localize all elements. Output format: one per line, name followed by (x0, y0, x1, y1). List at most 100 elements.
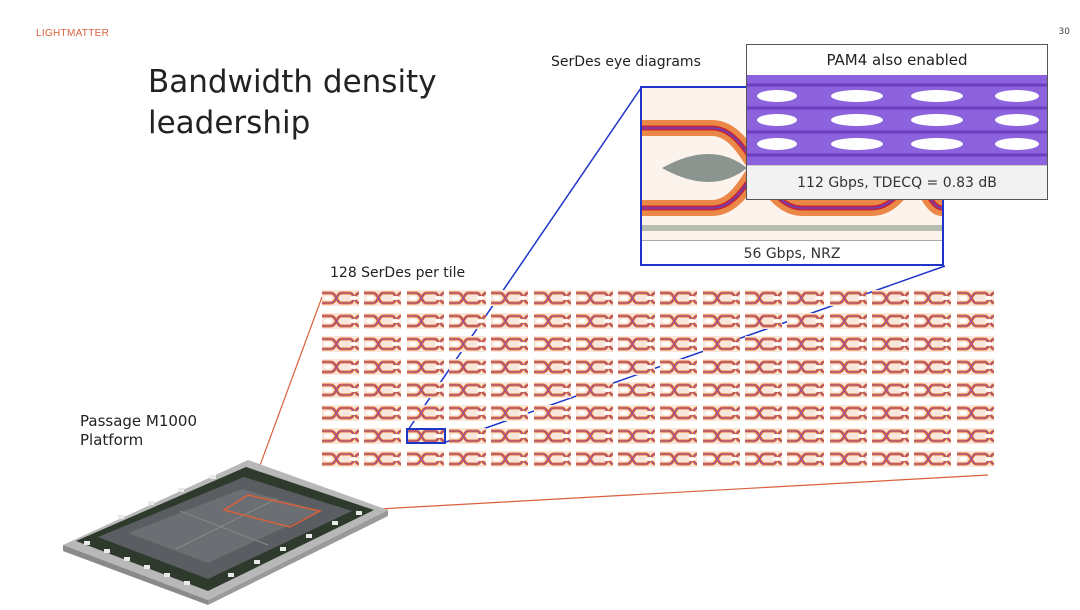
company-logo: LIGHTMATTER (36, 28, 110, 39)
mini-eye-diagram (491, 359, 529, 375)
mini-eye-diagram (618, 428, 656, 444)
pam4-eye-openings (757, 90, 1039, 150)
mini-eye-diagram (745, 313, 782, 329)
mini-eye-diagram (660, 405, 698, 421)
mini-eye-diagram (533, 428, 571, 444)
mini-eye-diagram (829, 313, 867, 329)
mini-eye-diagram (618, 382, 656, 398)
mini-eye-diagram (829, 290, 867, 306)
mini-eye-diagram (660, 336, 698, 352)
mini-eye-diagram (829, 428, 867, 444)
mini-eye-diagram (491, 382, 529, 398)
mini-eye-diagram (702, 405, 740, 421)
mini-eye-diagram (787, 405, 825, 421)
mini-eye-diagram (956, 359, 994, 375)
mini-eye-diagram (533, 451, 571, 467)
mini-eye-diagram (787, 290, 825, 306)
mini-eye-diagram (322, 290, 359, 306)
mini-eye-diagram (956, 290, 994, 306)
zoom-line-top (407, 87, 642, 431)
mini-eye-diagram (575, 451, 613, 467)
pam4-eye-diagram (747, 75, 1047, 165)
mini-eye-diagram (364, 382, 402, 398)
mini-eye-diagram (364, 451, 402, 467)
mini-eye-diagram (575, 336, 613, 352)
mini-eye-diagram (491, 336, 529, 352)
mini-eye-diagram (956, 336, 994, 352)
pam4-header: PAM4 also enabled (826, 51, 968, 69)
mini-eye-diagram (745, 359, 782, 375)
pam4-eye-levels (747, 83, 1047, 157)
mini-eye-diagram (322, 428, 359, 444)
mini-eye-diagram (406, 313, 444, 329)
mini-eye-diagram (871, 359, 909, 375)
mini-eye-diagram (491, 405, 529, 421)
mini-eye-diagram (491, 290, 529, 306)
mini-eye-diagram (618, 451, 656, 467)
mini-eye-diagram (745, 451, 782, 467)
mini-eye-diagram (533, 359, 571, 375)
mini-eye-diagram (871, 451, 909, 467)
mini-eye-diagram (406, 359, 444, 375)
eye-diagrams-label: SerDes eye diagrams (551, 54, 701, 70)
pam4-eye-panel: PAM4 also enabled 112 Gbps, TDECQ = 0.83… (746, 44, 1048, 200)
mini-eye-diagram (618, 290, 656, 306)
mini-eye-diagram (914, 336, 952, 352)
mini-eye-diagram (448, 313, 486, 329)
mini-eye-diagram (322, 336, 359, 352)
tile-line-bottom (324, 474, 989, 513)
mini-eye-diagram (491, 313, 529, 329)
mini-eye-diagram (322, 451, 359, 467)
mini-eye-diagram (956, 405, 994, 421)
mini-eye-diagram (871, 336, 909, 352)
mini-eye-diagram (787, 336, 825, 352)
mini-eye-diagram (406, 290, 444, 306)
mini-eye-diagram (533, 336, 571, 352)
mini-eye-diagram (871, 290, 909, 306)
mini-eye-diagram (406, 428, 444, 444)
mini-eye-diagram (575, 359, 613, 375)
mini-eye-diagram (533, 313, 571, 329)
mini-eye-diagram (322, 313, 359, 329)
platform-label: Passage M1000 Platform (80, 412, 197, 450)
mini-eye-diagram (660, 428, 698, 444)
mini-eye-diagram (702, 428, 740, 444)
mini-eye-diagram (364, 359, 402, 375)
mini-eye-diagram (914, 290, 952, 306)
mini-eye-diagram (406, 382, 444, 398)
mini-eye-diagram (533, 405, 571, 421)
mini-eye-diagram (660, 359, 698, 375)
mini-eye-diagram (448, 405, 486, 421)
mini-eye-diagram (787, 313, 825, 329)
mini-eye-diagram (702, 359, 740, 375)
mini-eye-diagram (448, 451, 486, 467)
mini-eye-diagram (660, 313, 698, 329)
mini-eye-diagram (956, 451, 994, 467)
serdes-eye-grid (322, 290, 998, 474)
platform-label-line-1: Passage M1000 (80, 412, 198, 430)
mini-eye-diagram (575, 382, 613, 398)
mini-eye-diagram (702, 313, 740, 329)
mini-eye-diagram (533, 382, 571, 398)
title-line-2: leadership (148, 105, 311, 141)
mini-eye-diagram (956, 382, 994, 398)
mini-eye-diagram (787, 359, 825, 375)
mini-eye-diagram (406, 405, 444, 421)
mini-eye-diagram (618, 336, 656, 352)
mini-eye-diagram (364, 405, 402, 421)
mini-eye-diagram (575, 428, 613, 444)
mini-eye-diagram (745, 428, 782, 444)
mini-eye-diagram (364, 428, 402, 444)
mini-eye-diagram (914, 451, 952, 467)
mini-eye-diagram (533, 290, 571, 306)
title-line-1: Bandwidth density (148, 64, 437, 100)
selected-eye-highlight (406, 428, 446, 444)
mini-eye-diagram (406, 451, 444, 467)
mini-eye-diagram (702, 290, 740, 306)
passage-m1000-chip-image (63, 460, 388, 605)
mini-eye-diagram (660, 451, 698, 467)
nrz-eye-opening-left (662, 154, 747, 182)
mini-eye-diagram (575, 313, 613, 329)
mini-eye-diagram (829, 451, 867, 467)
mini-eye-diagram (364, 336, 402, 352)
